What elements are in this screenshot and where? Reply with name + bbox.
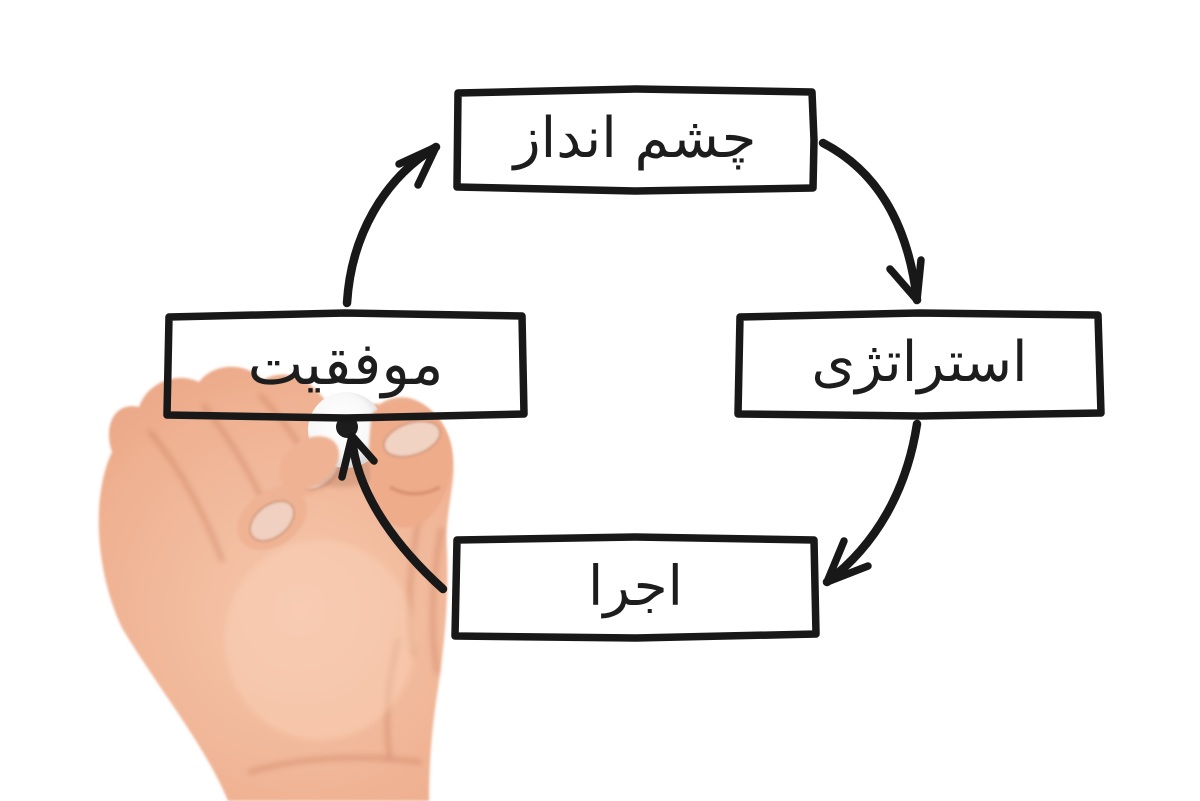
arrow-strategy-to-execution [822, 419, 922, 587]
arrow-vision-to-strategy [818, 138, 925, 305]
arrow-success-to-vision [342, 142, 441, 308]
middle-fingernail [249, 500, 295, 542]
index-fingertip [278, 436, 340, 490]
node-box-strategy [734, 309, 1105, 420]
thumb-nail [383, 420, 441, 458]
arrow-execution-to-success [338, 432, 448, 594]
node-box-vision [453, 85, 818, 195]
thumb [369, 401, 453, 528]
node-box-success [163, 309, 528, 422]
node-box-execution [451, 533, 820, 642]
palm-highlight [225, 540, 415, 740]
